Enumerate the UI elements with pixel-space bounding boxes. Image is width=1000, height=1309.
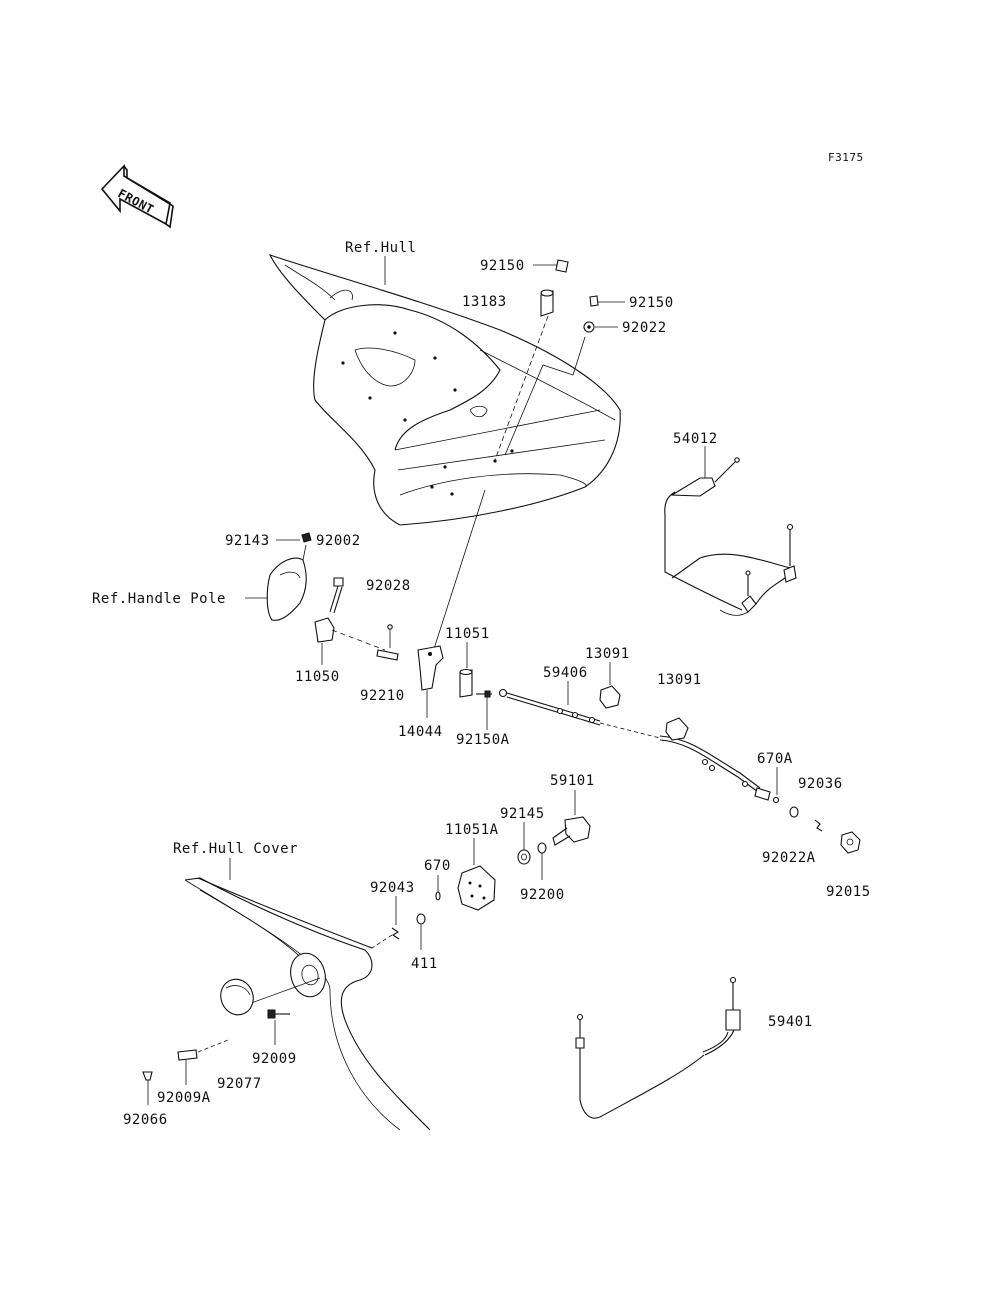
part-label-92143: 92143	[225, 533, 270, 549]
part-label-11051: 11051	[445, 626, 490, 642]
part-label-13091-a: 13091	[585, 646, 630, 662]
ref-handle-pole-label: Ref.Handle Pole	[92, 591, 226, 607]
screw-92009A	[177, 1039, 229, 1085]
cable-54012	[664, 446, 797, 616]
part-label-92022A: 92022A	[762, 850, 816, 866]
part-label-11050: 11050	[295, 669, 340, 685]
part-label-92043: 92043	[370, 880, 415, 896]
knob-92077	[220, 978, 254, 1016]
part-label-92036: 92036	[798, 776, 843, 792]
part-label-92028: 92028	[366, 578, 411, 594]
ring-92036	[789, 806, 799, 818]
washer-411	[416, 913, 426, 950]
part-label-59401: 59401	[768, 1014, 813, 1030]
bolt-92210	[376, 624, 399, 661]
part-label-13183: 13183	[462, 294, 507, 310]
bolt-92150-right	[589, 295, 625, 307]
cable-59406	[498, 688, 771, 801]
block-11050	[314, 617, 386, 665]
part-label-92002: 92002	[316, 533, 361, 549]
part-label-11051A: 11051A	[445, 822, 499, 838]
part-label-92009A: 92009A	[157, 1090, 211, 1106]
screw-92150A	[476, 690, 492, 730]
hull-reference	[268, 254, 621, 526]
clamp-13091-b	[665, 717, 689, 741]
ring-670	[435, 875, 441, 901]
ref-hull-cover-label: Ref.Hull Cover	[173, 841, 298, 857]
clamp-13091-a	[599, 685, 621, 709]
part-label-92150A: 92150A	[456, 732, 510, 748]
bracket-11051A	[457, 865, 496, 911]
sleeve-13183	[540, 289, 554, 317]
part-label-54012: 54012	[673, 431, 718, 447]
bolt-92028	[329, 577, 344, 614]
part-label-411: 411	[411, 956, 438, 972]
washer-92022A	[814, 819, 823, 832]
part-label-92150-right: 92150	[629, 295, 674, 311]
clip-92066	[142, 1071, 153, 1105]
screw-92009	[267, 1009, 290, 1045]
ref-hull-label: Ref.Hull	[345, 240, 416, 256]
bracket-11051	[459, 668, 473, 698]
part-label-92077: 92077	[217, 1076, 262, 1092]
ring-670A	[772, 796, 780, 804]
collar-92145	[517, 849, 531, 865]
washer-92200	[537, 842, 547, 880]
pin-92043	[391, 927, 400, 940]
washer-92022	[583, 321, 618, 333]
front-arrow-icon: FRONT	[100, 164, 174, 229]
nut-92002	[301, 532, 312, 543]
part-label-92022: 92022	[622, 320, 667, 336]
hull-cover-reference	[184, 877, 431, 1131]
part-label-92015: 92015	[826, 884, 871, 900]
part-label-13091-b: 13091	[657, 672, 702, 688]
part-label-92145: 92145	[500, 806, 545, 822]
nut-92015	[840, 831, 861, 854]
part-label-92066: 92066	[123, 1112, 168, 1128]
part-label-92200: 92200	[520, 887, 565, 903]
part-label-92150-top: 92150	[480, 258, 525, 274]
bolt-92150-top	[533, 259, 569, 273]
bracket-92143	[266, 544, 307, 621]
lever-59101	[552, 816, 591, 846]
part-label-14044: 14044	[398, 724, 443, 740]
figure-code: F3175	[828, 151, 864, 164]
part-label-92210: 92210	[360, 688, 405, 704]
part-label-670A: 670A	[757, 751, 793, 767]
part-label-59101: 59101	[550, 773, 595, 789]
part-label-92009: 92009	[252, 1051, 297, 1067]
cable-59401	[575, 976, 741, 1119]
bracket-14044	[417, 645, 444, 718]
part-label-670: 670	[424, 858, 451, 874]
part-label-59406: 59406	[543, 665, 588, 681]
